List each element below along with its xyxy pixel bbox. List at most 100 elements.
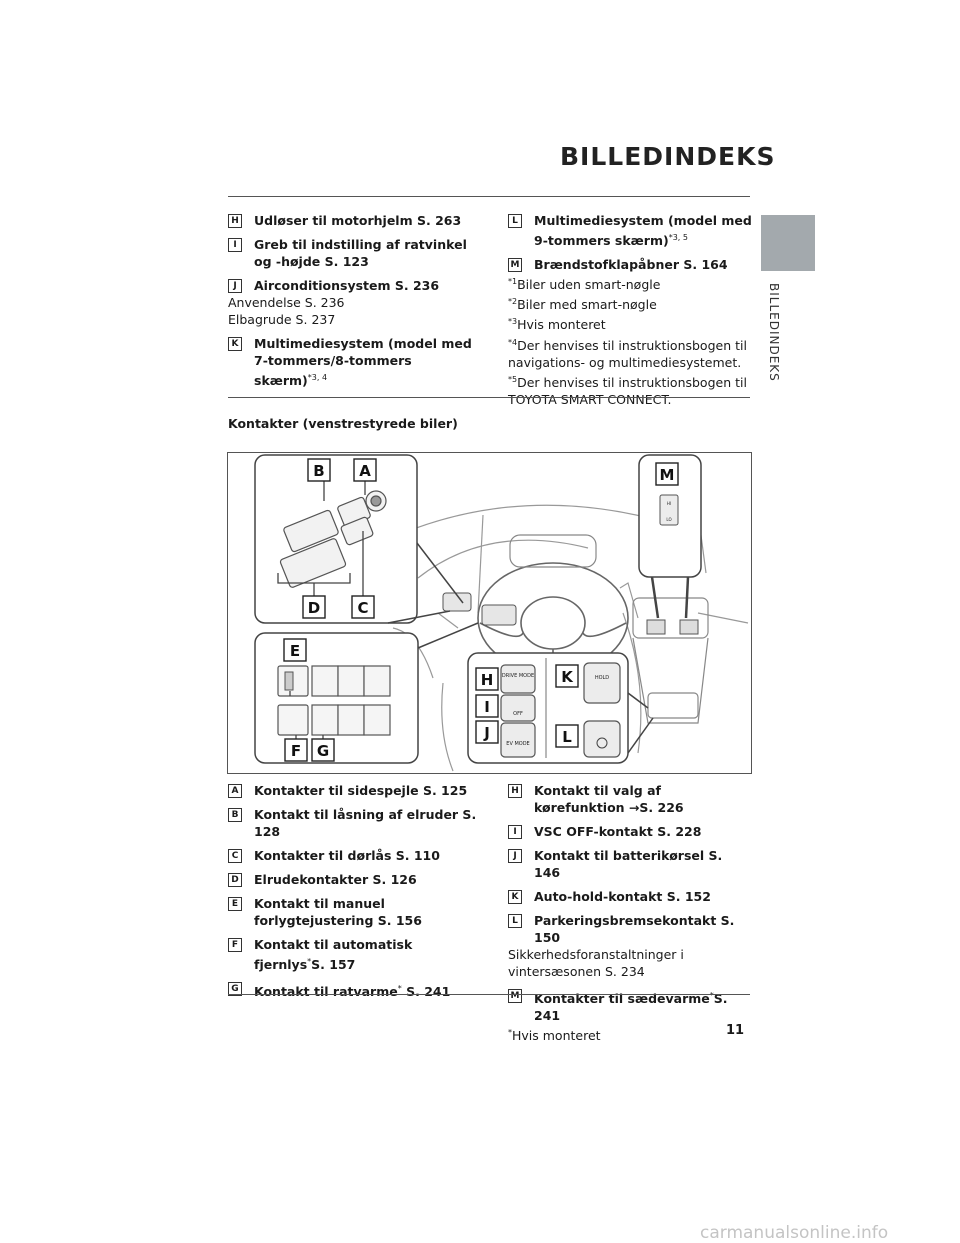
footnote: *Hvis monteret	[508, 1028, 601, 1044]
callout-letter: D	[308, 599, 320, 617]
callout-letter: L	[562, 728, 572, 746]
item-letter: I	[228, 238, 242, 252]
item-text: Kontakt til batterikørsel S. 146	[534, 848, 723, 880]
index-item: K Auto-hold-kontakt S. 152	[508, 888, 752, 905]
item-letter: F	[228, 938, 242, 952]
item-text: Kontakt til låsning af elruder S. 128	[254, 807, 477, 839]
index-item: C Kontakter til dørlås S. 110	[228, 847, 483, 864]
item-letter: D	[228, 873, 242, 887]
item-letter: M	[508, 258, 522, 273]
index-item: B Kontakt til låsning af elruder S. 128	[228, 806, 483, 840]
item-text: Brændstofklapåbner S. 164	[534, 257, 728, 273]
callout-letter: I	[484, 698, 490, 716]
item-text: Parkeringsbremsekontakt S. 150	[534, 913, 735, 945]
item-text: Udløser til motorhjelm S. 263	[254, 213, 462, 228]
index-item: F Kontakt til automatisk fjernlys*S. 157	[228, 936, 483, 973]
side-tab-label: BILLEDINDEKS	[767, 283, 781, 382]
drive-mode-label: DRIVE MODE	[502, 673, 534, 679]
callout-letter: J	[483, 724, 490, 742]
item-text: Kontakt til manuel forlygtejustering S. …	[254, 896, 422, 928]
callout-letter: E	[290, 642, 300, 660]
item-subtext: Anvendelse S. 236	[228, 295, 345, 310]
footnote: *1Biler uden smart-nøgle	[508, 277, 661, 293]
callout-letter: H	[481, 671, 494, 689]
callout-letter: C	[357, 599, 368, 617]
footer-rule	[228, 994, 750, 995]
index-item: H Kontakt til valg af kørefunktion →S. 2…	[508, 782, 752, 816]
callout-labels: B A D C E F G H I J K L M	[283, 458, 679, 762]
item-letter: C	[228, 849, 242, 863]
watermark-text: carmanualsonline.info	[700, 1223, 889, 1243]
index-item: E Kontakt til manuel forlygtejustering S…	[228, 895, 483, 929]
hold-label: HOLD	[595, 675, 609, 681]
item-text: Kontakter til dørlås S. 110	[254, 848, 440, 863]
item-sup: *	[397, 984, 402, 994]
index-item: G Kontakt til ratvarme* S. 241	[228, 980, 483, 1000]
item-letter: G	[228, 982, 242, 997]
ev-mode-label: EV MODE	[506, 741, 529, 747]
item-sup: *3, 5	[668, 233, 688, 242]
index-item: K Multimediesystem (model med 7-tommers/…	[228, 335, 478, 389]
callout-letter: K	[561, 668, 574, 686]
item-subtext: Elbagrude S. 237	[228, 312, 336, 327]
off-label: OFF	[513, 711, 523, 717]
section-rule	[228, 397, 750, 398]
item-letter: H	[508, 784, 522, 798]
callout-letter: F	[291, 742, 301, 760]
item-text: Multimediesystem (model med 7-tommers/8-…	[254, 336, 472, 389]
item-text-after: S. 157	[311, 957, 356, 973]
callout-letter: B	[313, 462, 324, 480]
callout-letter: G	[317, 742, 329, 760]
index-item: A Kontakter til sidespejle S. 125	[228, 782, 483, 799]
item-letter: K	[228, 337, 242, 351]
item-letter: I	[508, 825, 522, 839]
dashboard-switches-figure: DRIVE MODE OFF EV MODE HOLD HI LO B A D …	[227, 452, 752, 774]
item-subtext: Sikkerhedsforanstaltninger i vintersæson…	[508, 947, 684, 979]
bottom-left-column: A Kontakter til sidespejle S. 125 B Kont…	[228, 782, 483, 1007]
item-text: Kontakt til valg af kørefunktion →S. 226	[534, 783, 684, 815]
item-text: Auto-hold-kontakt S. 152	[534, 889, 711, 904]
index-item: I VSC OFF-kontakt S. 228	[508, 823, 752, 840]
item-text: Kontakter til sidespejle S. 125	[254, 783, 468, 798]
item-letter: B	[228, 808, 242, 822]
dashboard-illustration: DRIVE MODE OFF EV MODE HOLD HI LO B A D …	[254, 454, 749, 772]
item-text: Kontakt til automatisk fjernlys	[254, 937, 413, 973]
index-item: L Parkeringsbremsekontakt S. 150	[508, 912, 752, 946]
item-letter: L	[508, 914, 522, 928]
footnote: *5Der henvises til instruktionsbogen til…	[508, 374, 747, 407]
hi-label: HI	[667, 501, 671, 506]
item-letter: H	[228, 214, 242, 228]
item-letter: L	[508, 214, 522, 228]
item-letter: M	[508, 989, 522, 1003]
lo-label: LO	[666, 517, 671, 522]
section-title: Kontakter (venstrestyrede biler)	[228, 416, 458, 431]
index-item: M Kontakter til sædevarme*S. 241	[508, 987, 752, 1024]
top-left-column: H Udløser til motorhjelm S. 263 I Greb t…	[228, 212, 478, 396]
item-letter: A	[228, 784, 242, 798]
callout-letter: M	[660, 466, 675, 484]
item-letter: K	[508, 890, 522, 904]
footnote: *3Hvis monteret	[508, 317, 606, 333]
item-text-after: S. 241	[401, 984, 451, 1000]
item-text: VSC OFF-kontakt S. 228	[534, 824, 702, 839]
item-letter: J	[508, 849, 522, 863]
index-item: M Brændstofklapåbner S. 164	[508, 256, 752, 273]
item-letter: E	[228, 897, 242, 911]
page-number: 11	[726, 1023, 745, 1038]
index-item: J Airconditionsystem S. 236	[228, 277, 478, 294]
item-sup: *	[307, 957, 312, 966]
item-text: Kontakt til ratvarme	[254, 984, 398, 1000]
page-header-title: BILLEDINDEKS	[560, 142, 776, 171]
footnote: *2Biler med smart-nøgle	[508, 297, 657, 313]
item-sup: *	[709, 991, 714, 1000]
callout-letter: A	[359, 462, 371, 480]
item-letter: J	[228, 279, 242, 293]
item-text: Greb til indstilling af ratvinkel og -hø…	[254, 237, 467, 269]
top-right-column: L Multimediesystem (model med 9-tommers …	[508, 212, 752, 408]
index-item: L Multimediesystem (model med 9-tommers …	[508, 212, 752, 249]
footnote: *4Der henvises til instruktionsbogen til…	[508, 337, 747, 370]
item-sup: *3, 4	[307, 373, 328, 382]
section-side-tab[interactable]	[761, 215, 815, 271]
header-rule	[228, 196, 750, 197]
index-item: H Udløser til motorhjelm S. 263	[228, 212, 478, 229]
